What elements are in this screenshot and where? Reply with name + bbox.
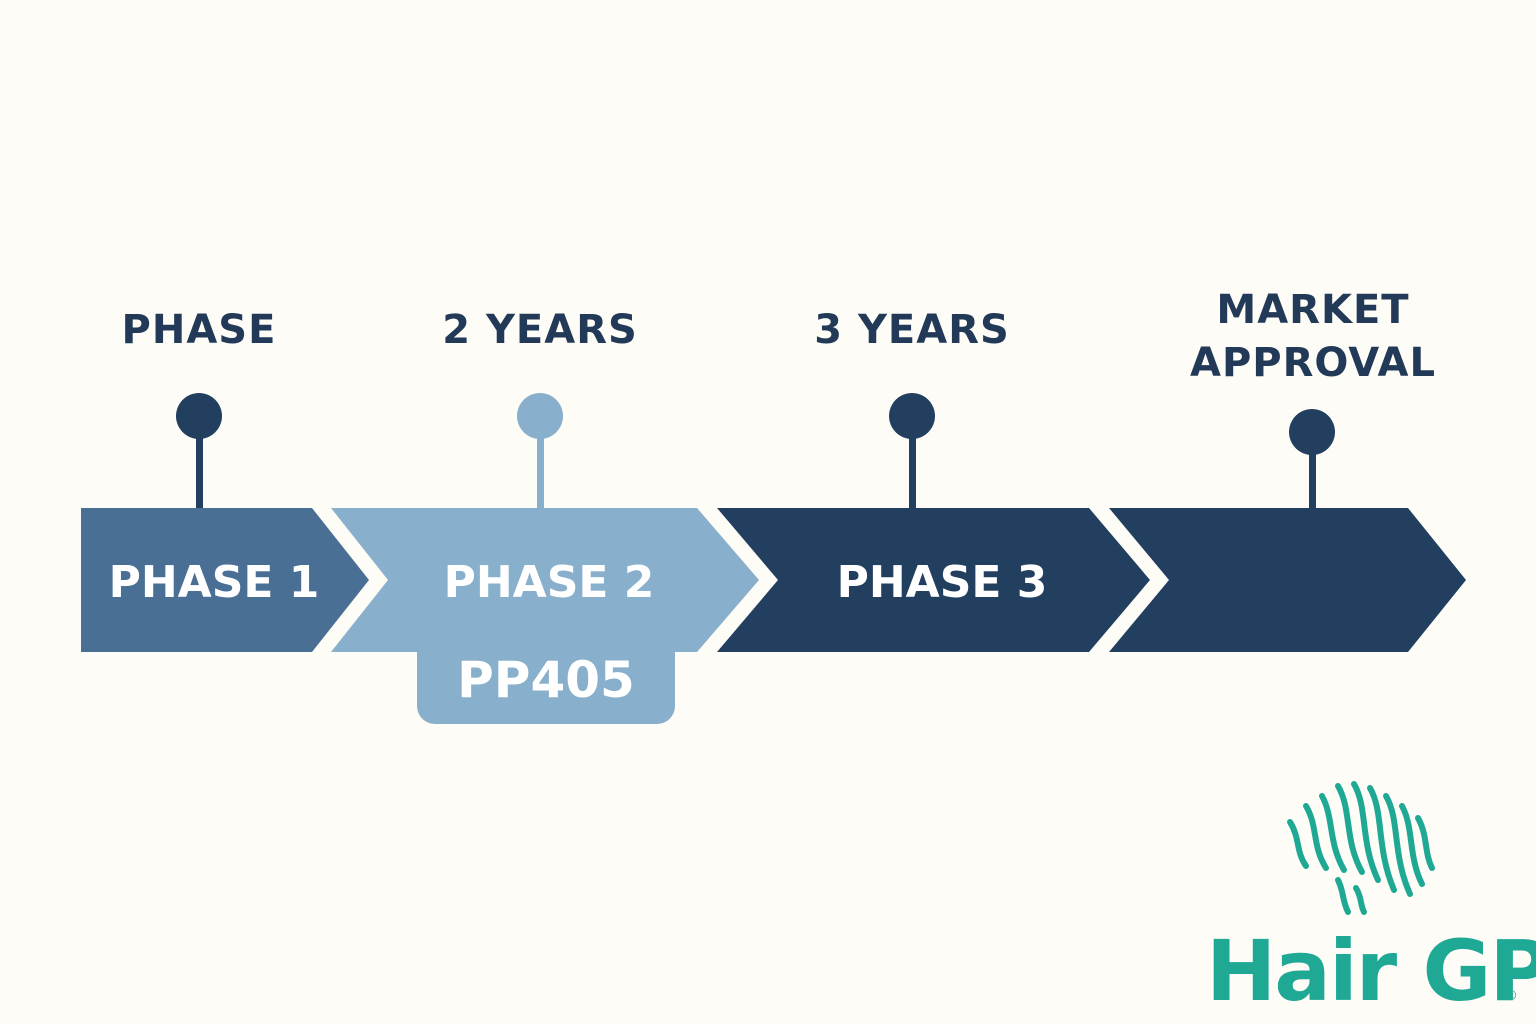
arrow-phase-1: PHASE 1 xyxy=(81,508,369,652)
pin-stem xyxy=(909,420,916,510)
milestone-pin-market-approval xyxy=(1289,409,1335,510)
arrow-phase-3: PHASE 3 xyxy=(717,508,1150,652)
arrow-shape xyxy=(717,508,1150,652)
arrow-phase-2: PHASE 2 xyxy=(331,508,759,652)
milestone-label-phase: PHASE xyxy=(122,307,277,353)
hair-gp-logo: Hair GP ® xyxy=(1206,781,1536,1020)
milestone-label-2-years: 2 YEARS xyxy=(442,307,638,353)
milestone-pin-2-years xyxy=(517,393,563,510)
milestone-pin-phase xyxy=(176,393,222,510)
pin-stem xyxy=(196,420,203,510)
pin-dot xyxy=(176,393,222,439)
tag-label: PP405 xyxy=(457,651,635,709)
logo-wordmark: Hair GP xyxy=(1206,922,1536,1020)
arrow-label: PHASE 3 xyxy=(837,557,1048,608)
pin-stem xyxy=(537,420,544,510)
arrow-shape xyxy=(1109,508,1466,652)
arrow-shape xyxy=(81,508,369,652)
milestone-label-3-years: 3 YEARS xyxy=(814,307,1010,353)
pin-stem xyxy=(1309,436,1316,510)
milestone-label-market-approval: MARKET APPROVAL xyxy=(1190,287,1436,386)
arrow-shape xyxy=(331,508,759,652)
pin-dot xyxy=(517,393,563,439)
milestone-label-line: PHASE xyxy=(122,307,277,353)
logo-registered-mark: ® xyxy=(1504,988,1518,1004)
milestone-label-line: APPROVAL xyxy=(1190,340,1436,386)
pin-dot xyxy=(1289,409,1335,455)
arrow-market-approval xyxy=(1109,508,1466,652)
hair-strands-icon xyxy=(1287,781,1435,915)
milestone-label-line: 2 YEARS xyxy=(442,307,638,353)
milestone-pin-3-years xyxy=(889,393,935,510)
arrow-label: PHASE 2 xyxy=(444,557,655,608)
pin-dot xyxy=(889,393,935,439)
milestone-label-line: 3 YEARS xyxy=(814,307,1010,353)
milestone-label-line: MARKET xyxy=(1216,287,1409,333)
arrow-label: PHASE 1 xyxy=(109,557,320,608)
